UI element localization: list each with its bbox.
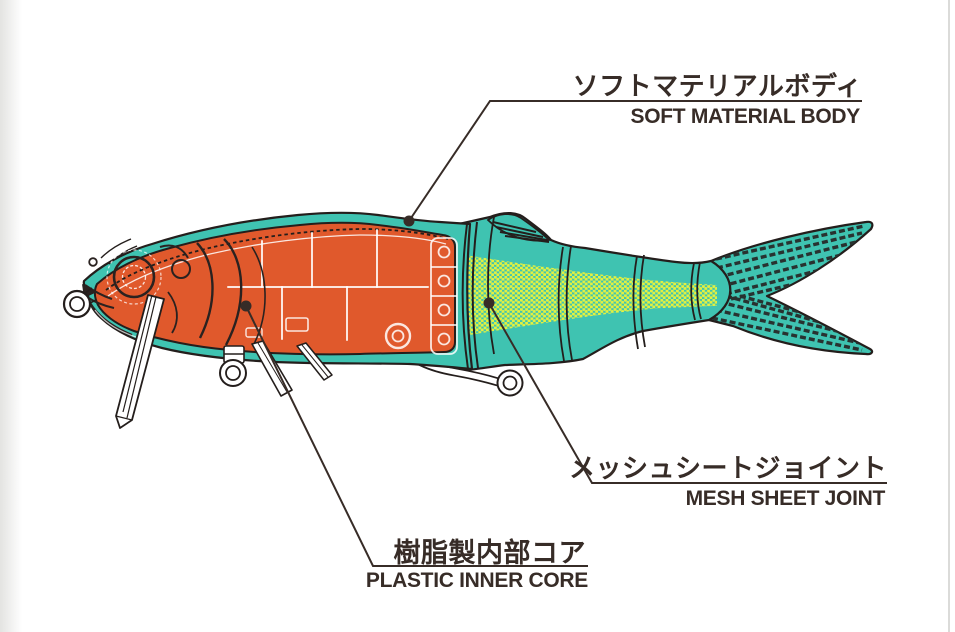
leader-plastic-inner-core xyxy=(245,305,588,567)
nose-line-tie-eyelet xyxy=(62,287,97,319)
dorsal-fin xyxy=(486,213,551,243)
nostril xyxy=(88,257,98,267)
pelvic-fins xyxy=(251,340,333,397)
tail-ray-stripes xyxy=(711,224,865,352)
leader-mesh-sheet-joint xyxy=(488,302,887,484)
tail-fin xyxy=(707,220,874,356)
leader-soft-material-body xyxy=(408,100,862,222)
label-soft-material-body-jp: ソフトマテリアルボディ xyxy=(572,71,862,101)
label-mesh-sheet-joint-en: MESH SHEET JOINT xyxy=(685,487,886,510)
page-edge-left xyxy=(0,0,22,632)
main-joint-lines xyxy=(461,221,479,370)
label-plastic-inner-core-jp: 樹脂製内部コア xyxy=(393,538,586,568)
inner-core xyxy=(93,221,458,356)
label-plastic-inner-core-en: PLASTIC INNER CORE xyxy=(365,569,588,592)
eye xyxy=(171,259,191,279)
segment-joint-lines xyxy=(487,216,702,362)
diving-lip xyxy=(115,294,165,429)
callout-dots xyxy=(240,215,495,312)
front-hook-hanger xyxy=(219,345,247,387)
rear-body-section xyxy=(397,212,732,397)
label-soft-material-body-en: SOFT MATERIAL BODY xyxy=(630,105,861,128)
page-edge-right xyxy=(948,0,950,632)
callout-leaders xyxy=(245,100,887,567)
core-panel-lines xyxy=(227,229,429,341)
label-mesh-sheet-joint-jp: メッシュシートジョイント xyxy=(568,453,887,483)
core-boss-column xyxy=(430,237,458,355)
